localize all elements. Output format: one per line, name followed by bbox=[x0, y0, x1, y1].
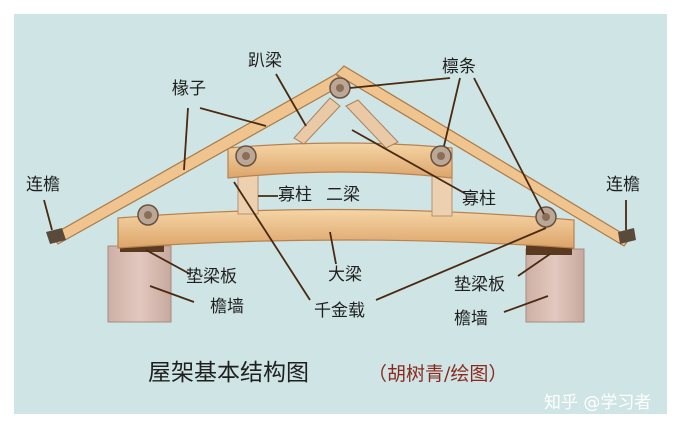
label-dianliangban-right: 垫梁板 bbox=[454, 275, 505, 295]
label-erliang: 二梁 bbox=[326, 185, 360, 205]
label-guazhu-right: 寡柱 bbox=[462, 189, 496, 209]
label-daliang: 大梁 bbox=[328, 265, 362, 285]
label-dianliangban-left: 垫梁板 bbox=[186, 267, 237, 287]
label-lianyan-left: 连檐 bbox=[26, 175, 60, 195]
purlin-left-upper bbox=[235, 145, 257, 167]
purlin-right-eave bbox=[535, 206, 557, 228]
roof-truss-diagram: 趴梁 檩条 椽子 连檐 连檐 寡柱 二梁 寡柱 垫梁板 大梁 垫梁板 檐墙 千金… bbox=[14, 14, 667, 414]
left-eave-wall bbox=[107, 245, 172, 323]
leader-lines bbox=[43, 73, 627, 313]
label-qianjinzai: 千金载 bbox=[314, 301, 365, 321]
label-guazhu-left: 寡柱 bbox=[278, 185, 312, 205]
main-beam bbox=[117, 208, 575, 249]
label-lianyan-right: 连檐 bbox=[606, 175, 640, 195]
watermark: 知乎 @学习者 bbox=[544, 393, 651, 413]
diagram-title: 屋架基本结构图 bbox=[148, 360, 309, 386]
right-top-strut bbox=[345, 99, 399, 149]
label-yanqiang-right: 檐墙 bbox=[454, 309, 488, 329]
left-eave-board bbox=[46, 228, 66, 244]
label-chuanzi: 椽子 bbox=[172, 79, 206, 99]
right-eave-wall bbox=[525, 248, 585, 323]
diagram-credit: （胡树青/绘图） bbox=[368, 363, 507, 385]
label-paliang: 趴梁 bbox=[248, 51, 282, 71]
purlin-left-eave bbox=[137, 204, 159, 226]
purlin-ridge bbox=[329, 77, 351, 99]
right-eave-board bbox=[618, 228, 636, 244]
label-linttiao: 檩条 bbox=[442, 57, 476, 77]
label-yanqiang-left: 檐墙 bbox=[210, 297, 244, 317]
purlin-right-upper bbox=[430, 145, 452, 167]
